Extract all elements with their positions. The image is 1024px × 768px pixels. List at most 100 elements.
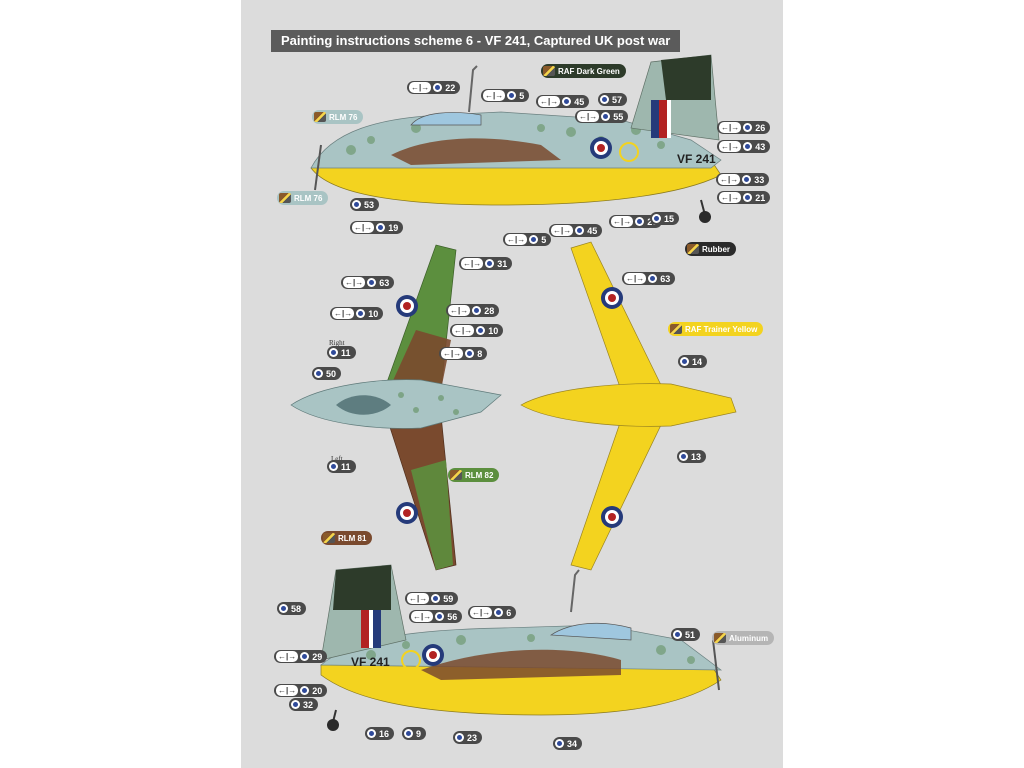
part-number: 22 <box>445 82 456 93</box>
part-callout: ←|→ 29 <box>274 650 328 663</box>
mirror-arrows-icon: ←|→ <box>407 593 430 604</box>
part-dot-icon <box>472 306 482 315</box>
paint-brush-icon <box>670 324 682 334</box>
part-number: 63 <box>660 273 671 284</box>
color-tag: RAF Trainer Yellow <box>668 322 764 336</box>
mirror-arrows-icon: ←|→ <box>538 96 561 107</box>
part-dot-icon <box>300 686 310 695</box>
mirror-arrows-icon: ←|→ <box>448 305 471 316</box>
part-dot-icon <box>680 357 689 366</box>
part-callout: ←|→28 <box>446 304 500 317</box>
part-dot-icon <box>635 217 645 226</box>
part-number: 9 <box>416 728 422 739</box>
part-dot-icon <box>601 112 611 121</box>
part-callout: ←|→ 59 <box>405 592 459 605</box>
side-profile-top <box>310 54 722 223</box>
part-dot-icon <box>673 630 682 639</box>
side-profile-bottom <box>320 564 723 731</box>
part-callout: ←|→33 <box>716 173 770 186</box>
part-dot-icon <box>291 700 300 709</box>
part-callout: ←|→ 55 <box>575 110 629 123</box>
part-number: 6 <box>506 607 512 618</box>
part-number: 8 <box>477 348 483 359</box>
paint-brush-icon <box>543 66 555 76</box>
part-number: 23 <box>467 732 478 743</box>
part-number: 14 <box>692 356 703 367</box>
mirror-arrows-icon: ←|→ <box>719 192 742 203</box>
color-tag: RLM 81 <box>321 531 373 545</box>
part-dot-icon <box>743 142 753 151</box>
part-number: 51 <box>685 629 696 640</box>
mirror-arrows-icon: ←|→ <box>452 325 475 336</box>
mirror-arrows-icon: ←|→ <box>719 141 742 152</box>
part-dot-icon <box>465 349 475 358</box>
part-callout: ←|→ 63 <box>622 272 676 285</box>
mirror-arrows-icon: ←|→ <box>505 234 528 245</box>
part-callout: 53 <box>350 198 380 211</box>
part-callout: 50 <box>312 367 342 380</box>
part-callout: ←|→ 5 <box>503 233 552 246</box>
part-dot-icon <box>404 729 413 738</box>
part-dot-icon <box>600 95 609 104</box>
mirror-arrows-icon: ←|→ <box>577 111 600 122</box>
part-number: 11 <box>341 347 351 358</box>
part-callout: 14 <box>678 355 708 368</box>
bottom-view <box>520 241 737 571</box>
part-dot-icon <box>367 278 377 287</box>
part-number: 57 <box>612 94 623 105</box>
mirror-arrows-icon: ←|→ <box>718 174 741 185</box>
mirror-arrows-icon: ←|→ <box>276 685 299 696</box>
paint-brush-icon <box>687 244 699 254</box>
part-dot-icon <box>679 452 688 461</box>
mirror-arrows-icon: ←|→ <box>611 216 634 227</box>
part-number: 10 <box>368 308 379 319</box>
paint-brush-icon <box>323 533 335 543</box>
part-number: 45 <box>574 96 585 107</box>
part-number: 15 <box>664 213 675 224</box>
part-dot-icon <box>367 729 376 738</box>
part-callout: 9 <box>402 727 427 740</box>
part-dot-icon <box>431 594 441 603</box>
part-dot-icon <box>562 97 572 106</box>
left-label: Left <box>331 455 343 463</box>
part-dot-icon <box>376 223 386 232</box>
part-callout: ←|→ 45 <box>536 95 590 108</box>
part-dot-icon <box>279 604 288 613</box>
part-callout: ←|→ 21 <box>717 191 771 204</box>
serial-top: VF 241 <box>677 152 716 166</box>
color-tag: RLM 82 <box>448 468 500 482</box>
part-callout: ←|→19 <box>350 221 404 234</box>
part-number: 53 <box>364 199 375 210</box>
part-callout: 51 <box>671 628 701 641</box>
paint-brush-icon <box>450 470 462 480</box>
part-number: 26 <box>755 122 766 133</box>
part-number: 29 <box>312 651 323 662</box>
mirror-arrows-icon: ←|→ <box>551 225 574 236</box>
part-dot-icon <box>648 274 658 283</box>
part-number: 45 <box>587 225 598 236</box>
part-number: 43 <box>755 141 766 152</box>
page-title: Painting instructions scheme 6 - VF 241,… <box>271 30 681 52</box>
part-number: 21 <box>755 192 766 203</box>
part-dot-icon <box>529 235 539 244</box>
part-number: 5 <box>519 90 525 101</box>
part-callout: 32 <box>289 698 319 711</box>
part-dot-icon <box>652 214 661 223</box>
part-dot-icon <box>356 309 366 318</box>
part-number: 55 <box>613 111 624 122</box>
part-dot-icon <box>485 259 495 268</box>
color-tag: RLM 76 <box>277 191 329 205</box>
paint-brush-icon <box>314 112 326 122</box>
part-callout: 16 <box>365 727 395 740</box>
mirror-arrows-icon: ←|→ <box>332 308 355 319</box>
part-dot-icon <box>507 91 517 100</box>
paint-brush-icon <box>279 193 291 203</box>
mirror-arrows-icon: ←|→ <box>624 273 647 284</box>
part-dot-icon <box>433 83 443 92</box>
part-number: 56 <box>447 611 458 622</box>
part-callout: ←|→31 <box>459 257 513 270</box>
part-number: 5 <box>541 234 547 245</box>
part-number: 13 <box>691 451 702 462</box>
mirror-arrows-icon: ←|→ <box>276 651 299 662</box>
part-number: 59 <box>443 593 454 604</box>
